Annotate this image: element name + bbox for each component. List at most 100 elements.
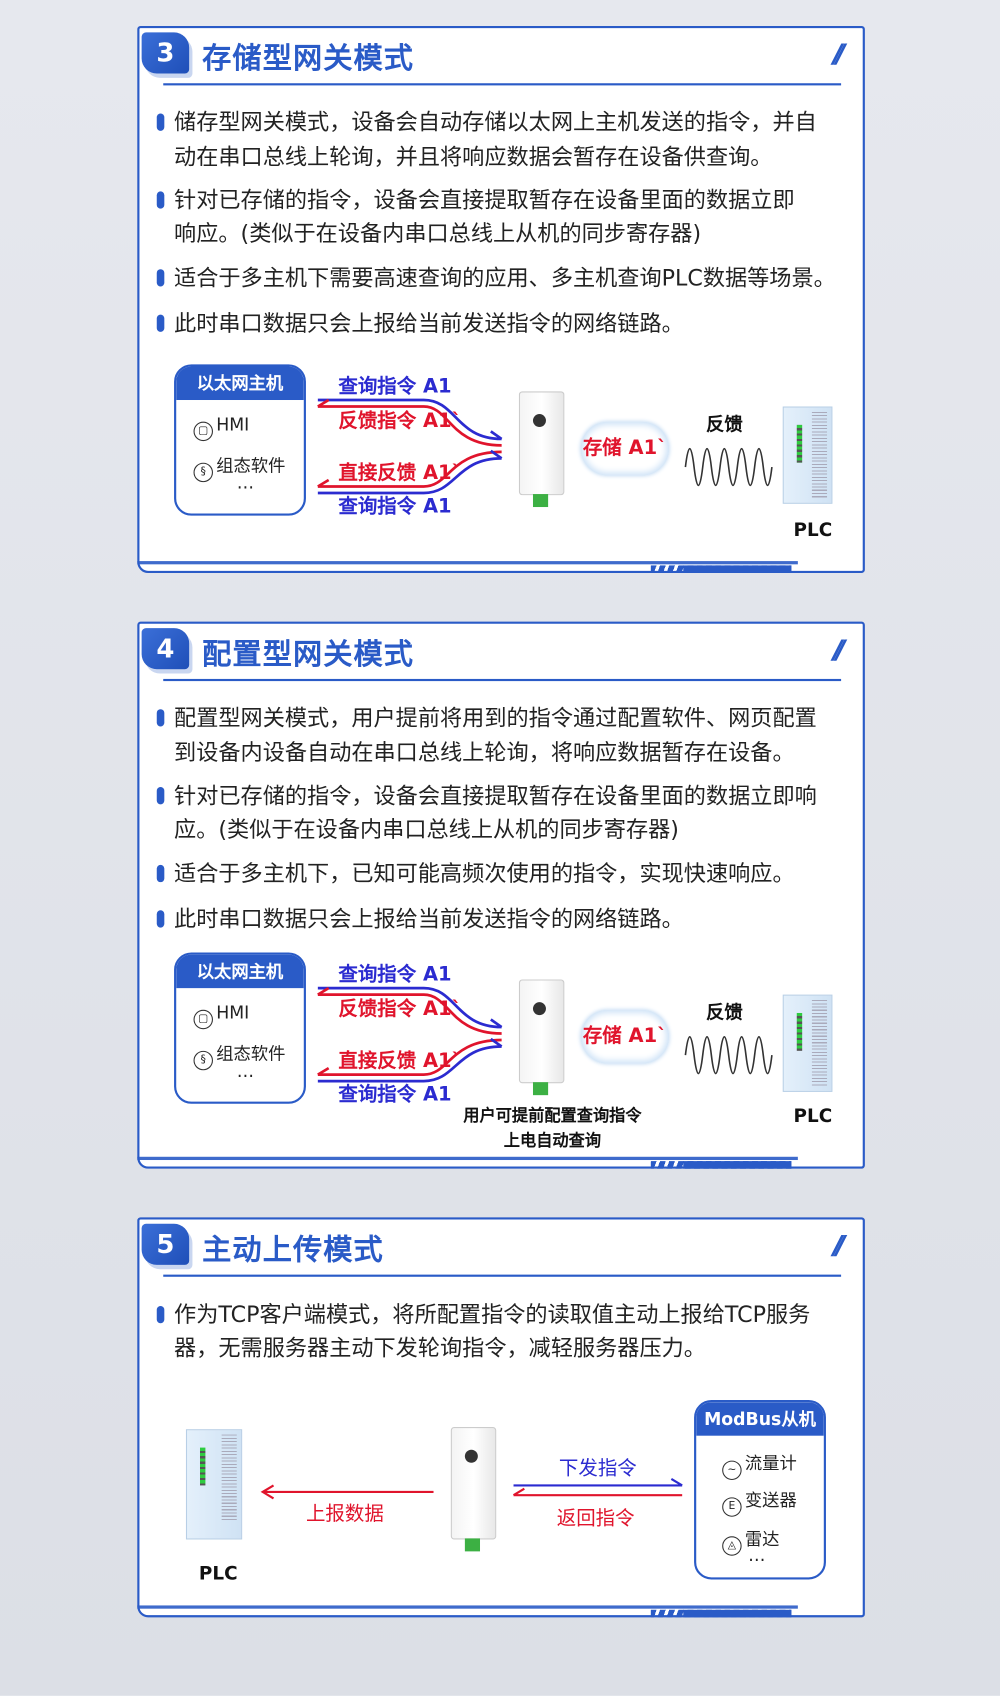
software-icon: § [193,462,213,483]
slave-title: ModBus从机 [696,1402,824,1436]
divider [163,678,842,682]
query-label: 查询指令 A1 [338,375,452,398]
cloud-label: 存储 A1` [582,1024,667,1048]
signal-wave [684,1035,773,1075]
command-arrows [317,986,503,1083]
plc-image [185,1429,243,1540]
bullet-text: 响应。(类似于在设备内串口总线上从机的同步寄存器) [174,220,702,247]
bullet-icon [156,269,165,287]
ethernet-host-box: 以太网主机 ▢HMI §组态软件 … [174,364,306,516]
wave-label: 反馈 [705,1002,743,1024]
transmitter-icon: E [722,1497,742,1517]
slash-decoration-icon: // [832,1230,845,1261]
section-5-card: 5 主动上传模式 // 作为TCP客户端模式，将所配置指令的读取值主动上报给TC… [137,1217,865,1618]
cloud-label: 存储 A1` [582,436,667,460]
bullet-text: 应。(类似于在设备内串口总线上从机的同步寄存器) [174,816,679,843]
host-item-label: HMI [216,414,250,435]
slave-item-label: 变送器 [744,1489,797,1511]
report-label: 上报数据 [305,1502,384,1526]
plc-image [782,994,833,1092]
software-icon: § [193,1050,213,1071]
bullet-icon [156,1305,165,1324]
section-title: 配置型网关模式 [202,637,415,672]
gateway-device-image [450,1427,497,1552]
divider [163,83,842,86]
section-4-card: 4 配置型网关模式 // 配置型网关模式，用户提前将用到的指令通过配置软件、网页… [137,621,865,1169]
bullet-text: 针对已存储的指令，设备会直接提取暂存在设备里面的数据立即 [174,187,795,213]
bullet-text: 针对已存储的指令，设备会直接提取暂存在设备里面的数据立即响 [174,782,817,809]
gateway-device-image [518,391,565,508]
divider [163,1274,842,1277]
bullet-icon [156,191,165,209]
report-arrow [260,1484,434,1500]
slave-item-label: 雷达 [744,1528,780,1550]
corner-decoration [650,1609,792,1618]
bullet-text: 到设备内设备自动在串口总线上轮询，将响应数据暂存在设备。 [174,739,795,766]
section-title: 主动上传模式 [202,1233,384,1268]
plc-label: PLC [198,1563,238,1585]
host-item-software: §组态软件 [193,1039,286,1071]
plc-label: PLC [793,520,833,542]
bullet-icon [156,113,165,131]
bullet-text: 此时串口数据只会上报给当前发送指令的网络链路。 [174,310,684,337]
host-item-label: 组态软件 [216,455,286,476]
ethernet-host-box: 以太网主机 ▢HMI §组态软件 … [174,952,306,1104]
query-label: 查询指令 A1 [338,1083,452,1106]
bullet-icon [156,787,165,805]
direct-feedback-label: 直接反馈 A1` [338,461,462,485]
bullet-text: 此时串口数据只会上报给当前发送指令的网络链路。 [174,905,684,932]
bullet-text: 作为TCP客户端模式，将所配置指令的读取值主动上报给TCP服务 [174,1301,811,1328]
host-title: 以太网主机 [176,366,304,401]
host-item-label: 组态软件 [216,1043,286,1064]
query-label: 查询指令 A1 [338,495,452,518]
send-label: 下发指令 [558,1457,637,1481]
plc-label: PLC [793,1105,833,1128]
section-number-badge: 5 [141,1223,190,1265]
section-title: 存储型网关模式 [202,42,415,76]
host-item-hmi: ▢HMI [193,1002,250,1030]
host-item-software: §组态软件 [193,451,286,483]
host-item-more: … [236,472,255,493]
section-number-badge: 3 [141,32,190,74]
bullet-text: 适合于多主机下需要高速查询的应用、多主机查询PLC数据等场景。 [174,264,836,291]
bullet-icon [156,864,165,883]
slave-item-more: … [748,1544,766,1566]
storage-cloud: 存储 A1` [580,1009,670,1064]
query-label: 查询指令 A1 [338,963,452,986]
bullet-icon [156,314,165,332]
bullet-text: 储存型网关模式，设备会自动存储以太网上主机发送的指令，并自 [174,109,817,136]
section-3-card: 3 存储型网关模式 // 储存型网关模式，设备会自动存储以太网上主机发送的指令，… [137,25,865,573]
corner-decoration [650,565,792,573]
slash-decoration-icon: // [832,38,845,70]
corner-decoration [650,1161,792,1169]
return-label: 返回指令 [556,1507,635,1530]
bullet-icon [156,910,165,928]
signal-wave [684,447,773,487]
bullet-text: 适合于多主机下，已知可能高频次使用的指令，实现快速响应。 [174,860,795,887]
command-arrows [317,398,503,495]
slave-item-flowmeter: ~流量计 [722,1449,797,1481]
command-arrows [512,1478,683,1497]
plc-image [782,406,833,504]
bullet-text: 动在串口总线上轮询，并且将响应数据会暂存在设备供查询。 [174,143,773,170]
bullet-text: 配置型网关模式，用户提前将用到的指令通过配置软件、网页配置 [174,704,817,731]
device-caption: 上电自动查询 [503,1130,602,1151]
slash-decoration-icon: // [832,634,845,665]
device-caption: 用户可提前配置查询指令 [463,1105,642,1126]
gateway-device-image [518,979,565,1096]
bullet-icon [156,709,165,727]
host-item-hmi: ▢HMI [193,414,250,442]
host-title: 以太网主机 [176,954,304,989]
hmi-icon: ▢ [193,1009,213,1030]
bullet-text: 器，无需服务器主动下发轮询指令，减轻服务器压力。 [174,1335,706,1362]
slave-item-label: 流量计 [744,1452,797,1474]
feedback-label: 反馈指令 A1` [338,409,462,433]
feedback-label: 反馈指令 A1` [338,997,462,1021]
storage-cloud: 存储 A1` [580,421,670,476]
direct-feedback-label: 直接反馈 A1` [338,1049,462,1073]
section-number-badge: 4 [141,628,190,670]
host-item-label: HMI [216,1002,250,1023]
radar-icon: ◬ [722,1536,742,1556]
